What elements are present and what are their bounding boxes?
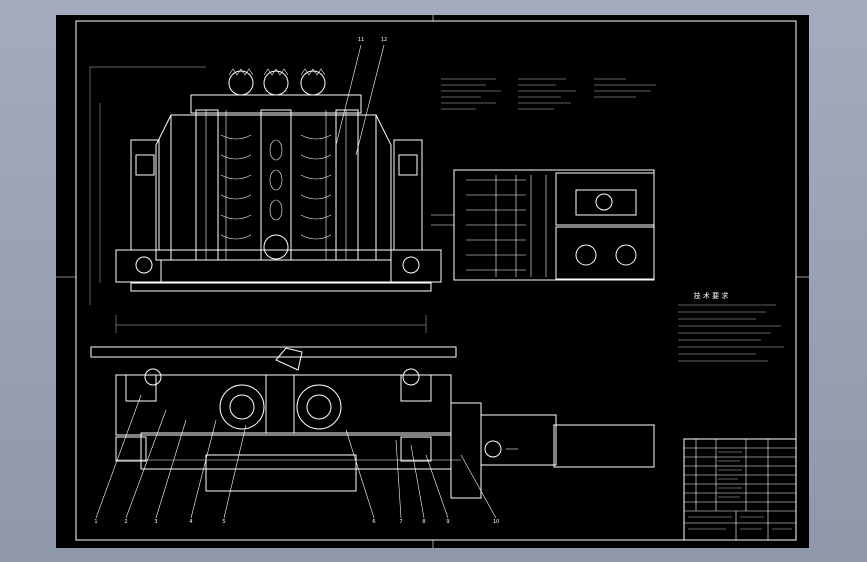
balloon-label: 2 [124, 519, 127, 525]
balloon-label: 3 [154, 519, 157, 525]
notes-text-block [441, 78, 656, 110]
balloon-label: 9 [446, 519, 449, 525]
balloon-label: 6 [372, 519, 375, 525]
balloon-label: 12 [381, 37, 387, 43]
balloon-label: 1 [94, 519, 97, 525]
tech-req-title: 技 术 要 求 [694, 291, 729, 300]
cad-drawing: 技 术 要 求 [56, 15, 809, 548]
balloon-label: 7 [399, 519, 402, 525]
balloon-label: 10 [493, 519, 499, 525]
title-block [683, 438, 797, 541]
front-view [89, 44, 442, 333]
balloon-label: 5 [222, 519, 225, 525]
drawing-sheet: 技 术 要 求 [56, 15, 809, 548]
hydraulic-schematic [431, 169, 655, 281]
balloon-label: 11 [358, 37, 364, 43]
balloon-label: 4 [189, 519, 192, 525]
balloon-label: 8 [422, 519, 425, 525]
balloon-labels: 1 2 3 4 5 6 7 8 9 10 11 12 [94, 37, 499, 525]
plan-view [90, 346, 655, 499]
sheet-frame [56, 15, 809, 548]
balloon-leaders [95, 394, 497, 519]
tech-requirements: 技 术 要 求 [678, 291, 784, 362]
